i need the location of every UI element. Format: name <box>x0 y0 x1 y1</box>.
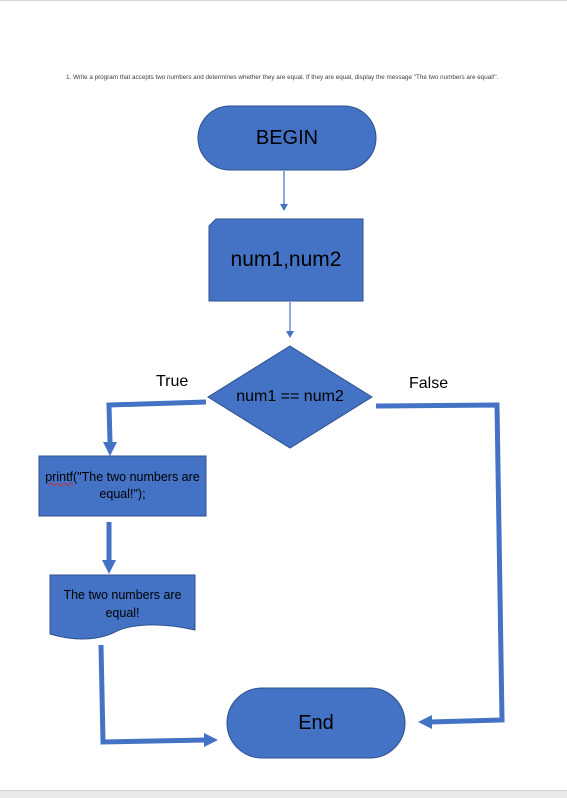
output-document <box>49 574 196 640</box>
connector-output-end <box>98 644 207 745</box>
arrowhead-output <box>102 560 116 574</box>
arrowhead-end-left <box>204 733 218 747</box>
page-top-border <box>0 0 567 1</box>
true-label: True <box>156 373 189 390</box>
problem-statement: 1. Write a program that accepts two numb… <box>66 74 499 81</box>
begin-terminator <box>197 105 377 171</box>
decision-label: num1 == num2 <box>236 388 344 405</box>
process-box <box>38 455 207 517</box>
false-label: False <box>409 375 449 392</box>
process-rest-text: ("The two numbers are equal!"); <box>73 470 200 501</box>
arrowhead-true <box>103 442 117 456</box>
end-terminator <box>226 687 406 759</box>
connector-true-branch <box>106 399 207 443</box>
connector-false-branch <box>375 402 505 725</box>
decision-diamond <box>207 345 373 449</box>
input-shape <box>208 218 364 302</box>
arrowhead-end-right <box>418 715 432 729</box>
begin-label: BEGIN <box>255 126 319 149</box>
process-label: printf("The two numbers are equal!"); <box>39 456 206 516</box>
end-label: End <box>298 711 334 734</box>
input-label: num1,num2 <box>230 248 342 271</box>
process-func-text: printf <box>45 470 74 484</box>
bottom-scroll-bar <box>0 790 567 798</box>
output-label: The two numbers are equal! <box>63 588 182 620</box>
